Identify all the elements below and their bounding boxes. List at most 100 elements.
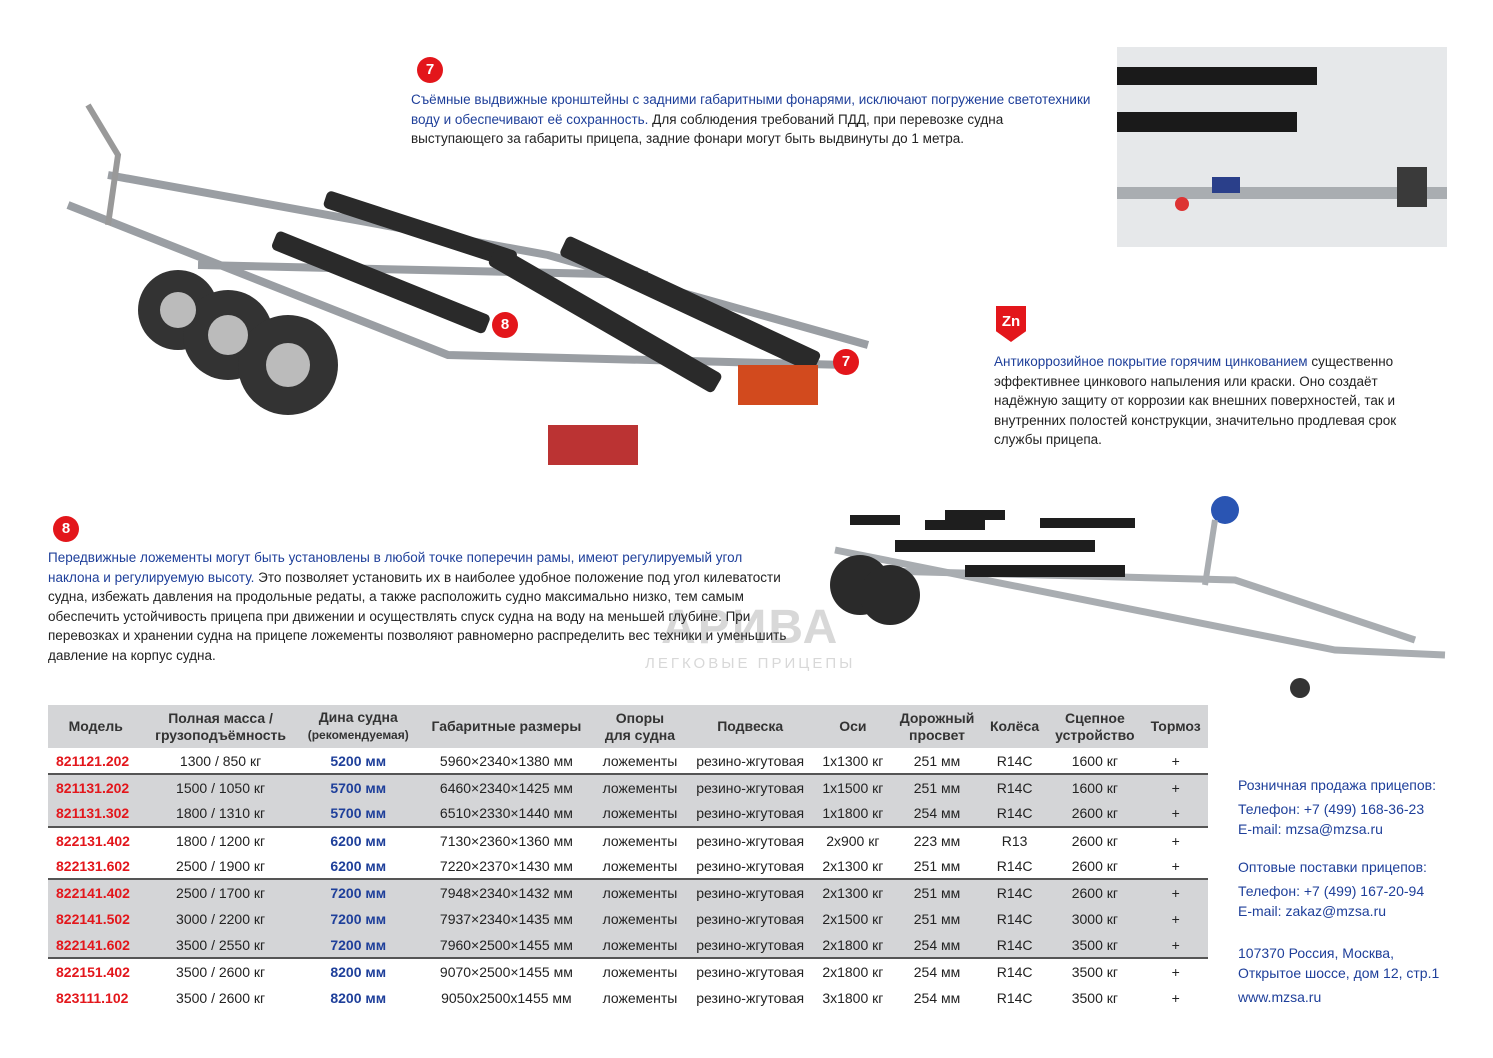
column-header-line: грузоподъёмность — [155, 726, 287, 743]
model-cell: 822131.602 — [56, 857, 130, 874]
table-cell: R13 — [982, 825, 1047, 854]
contacts-block: Розничная продажа прицепов: Телефон: +7 … — [1238, 775, 1439, 1007]
wholesale-phone: Телефон: +7 (499) 167-20-94 — [1238, 883, 1425, 899]
table-cell: ложементы — [594, 957, 686, 985]
table-cell: 2600 кг — [1071, 857, 1118, 874]
table-cell: + — [1143, 800, 1208, 827]
table-cell: ложементы — [594, 773, 686, 801]
table-cell: 2x1800 кг — [814, 932, 892, 959]
table-cell: 3500 / 2600 кг — [176, 989, 266, 1006]
retail-phone: Телефон: +7 (499) 168-36-23 — [1238, 801, 1425, 817]
table-cell: 3500 кг — [1071, 989, 1118, 1006]
address-line-2: Открытое шоссе, дом 12, стр.1 — [1238, 965, 1440, 981]
model-cell: 822141.402 — [48, 878, 144, 906]
table-cell: 5200 мм — [330, 752, 387, 769]
column-header: Габаритные размеры — [418, 705, 595, 748]
address-line-1: 107370 Россия, Москва, — [1238, 945, 1394, 961]
table-cell: 3000 / 2200 кг — [143, 905, 298, 933]
table-cell: 3x1800 кг — [822, 989, 884, 1006]
table-cell: 1x1300 кг — [822, 752, 884, 769]
zinc-badge: Zn — [996, 306, 1026, 342]
table-cell: 2x1800 кг — [814, 957, 892, 985]
table-cell: 7948×2340×1432 мм — [418, 878, 595, 906]
model-cell: 822131.402 — [48, 825, 144, 854]
table-cell: резино-жгутовая — [685, 800, 815, 827]
table-cell: 1800 / 1310 кг — [143, 800, 298, 827]
table-cell: 251 мм — [913, 857, 961, 874]
retail-email: E-mail: mzsa@mzsa.ru — [1238, 821, 1383, 837]
model-cell: 821121.202 — [56, 752, 130, 769]
table-cell: R14C — [982, 932, 1047, 959]
table-cell: 3500 / 2600 кг — [143, 957, 298, 985]
column-header: Полная масса /грузоподъёмность — [143, 705, 298, 748]
website-link[interactable]: www.mzsa.ru — [1238, 989, 1322, 1005]
table-cell: 2600 кг — [1046, 825, 1144, 854]
feature-8-highlight: Передвижные ложементы могут быть установ… — [48, 550, 743, 585]
table-cell: 2600 кг — [1046, 800, 1144, 827]
table-cell: 6200 мм — [330, 857, 387, 874]
zinc-highlight: Антикоррозийное покрытие горячим цинкова… — [994, 354, 1308, 369]
table-cell: 6460×2340×1425 мм — [418, 773, 595, 801]
table-cell: + — [1143, 932, 1208, 959]
table-cell: 1600 кг — [1046, 773, 1144, 801]
main-trailer-image — [66, 103, 870, 465]
table-cell: 251 мм — [891, 773, 983, 801]
column-header-line: (рекомендуемая) — [307, 728, 409, 742]
zinc-body: существенно эффективнее цинкового напыле… — [994, 354, 1397, 447]
model-cell: 821131.202 — [48, 773, 144, 801]
table-cell: 6510×2330×1440 мм — [418, 800, 595, 827]
table-cell: + — [1171, 857, 1180, 874]
table-cell: + — [1143, 773, 1208, 801]
table-cell: 3500 кг — [1046, 957, 1144, 985]
table-cell: ложементы — [594, 932, 686, 959]
table-cell: + — [1143, 905, 1208, 933]
column-header: Подвеска — [685, 705, 815, 748]
table-cell: ложементы — [602, 989, 678, 1006]
table-cell: 254 мм — [891, 800, 983, 827]
table-cell: 1600 кг — [1071, 752, 1118, 769]
rear-light-bracket-image — [1117, 47, 1447, 247]
model-cell: 822141.602 — [48, 932, 144, 959]
table-cell: 7200 мм — [297, 878, 419, 906]
retail-title: Розничная продажа прицепов: — [1238, 777, 1436, 793]
table-cell: 5700 мм — [297, 800, 419, 827]
table-cell: 2x1300 кг — [814, 878, 892, 906]
table-cell: 8200 мм — [297, 957, 419, 985]
table-cell: 1300 / 850 кг — [179, 752, 262, 769]
table-cell: ложементы — [602, 857, 678, 874]
table-cell: резино-жгутовая — [685, 932, 815, 959]
feature-7-badge: 7 — [417, 57, 443, 83]
table-cell: 2600 кг — [1046, 878, 1144, 906]
table-cell: 251 мм — [913, 752, 961, 769]
table-cell: 6200 мм — [297, 825, 419, 854]
table-cell: 7937×2340×1435 мм — [418, 905, 595, 933]
table-cell: резино-жгутовая — [685, 957, 815, 985]
column-header-line: Тормоз — [1150, 718, 1201, 734]
table-cell: резино-жгутовая — [685, 773, 815, 801]
table-cell: 2x1500 кг — [814, 905, 892, 933]
table-cell: 1x1500 кг — [814, 773, 892, 801]
feature-8-body: Это позволяет установить их в наиболее у… — [48, 569, 787, 663]
feature-7-text: Съёмные выдвижные кронштейны с задними г… — [411, 90, 1096, 149]
table-cell: резино-жгутовая — [696, 989, 805, 1006]
table-cell: + — [1143, 825, 1208, 854]
column-header-line: Сцепное — [1064, 709, 1125, 726]
image-badge-7: 7 — [833, 349, 859, 375]
column-header: Тормоз — [1143, 705, 1208, 748]
table-cell: R14C — [982, 878, 1047, 906]
table-cell: 254 мм — [891, 957, 983, 985]
table-cell: + — [1143, 957, 1208, 985]
wholesale-title: Оптовые поставки прицепов: — [1238, 859, 1427, 875]
table-cell: 1500 / 1050 кг — [143, 773, 298, 801]
column-header-line: Дина судна — [318, 709, 398, 725]
table-cell: 3000 кг — [1046, 905, 1144, 933]
